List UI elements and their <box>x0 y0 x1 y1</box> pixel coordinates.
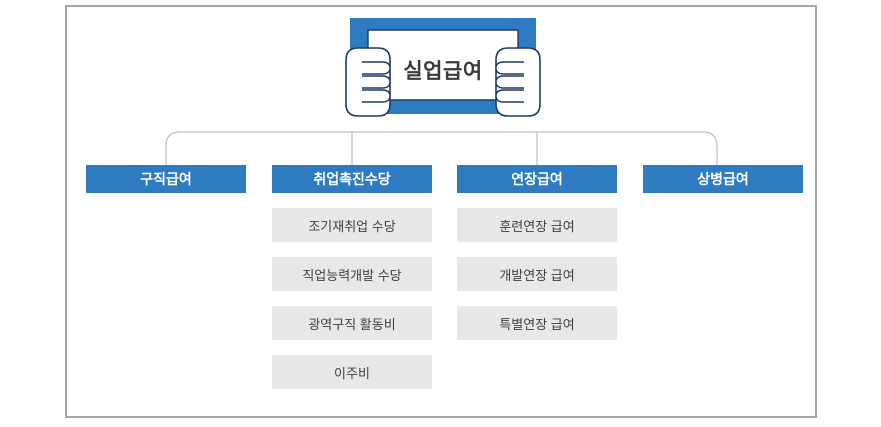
children-yeonjang: 훈련연장 급여 개발연장 급여 특별연장 급여 <box>457 208 617 340</box>
column-chwieop: 취업촉진수당 조기재취업 수당 직업능력개발 수당 광역구직 활동비 이주비 <box>272 165 432 389</box>
node-child[interactable]: 이주비 <box>272 355 432 389</box>
node-child[interactable]: 조기재취업 수당 <box>272 208 432 242</box>
column-gujik: 구직급여 <box>86 165 246 208</box>
node-child[interactable]: 직업능력개발 수당 <box>272 257 432 291</box>
node-header-chwieop[interactable]: 취업촉진수당 <box>272 165 432 193</box>
node-child[interactable]: 광역구직 활동비 <box>272 306 432 340</box>
root-node-banner: 실업급여 <box>332 14 554 126</box>
node-header-yeonjang[interactable]: 연장급여 <box>457 165 617 193</box>
node-child[interactable]: 특별연장 급여 <box>457 306 617 340</box>
node-header-sangbyeong[interactable]: 상병급여 <box>643 165 803 193</box>
column-sangbyeong: 상병급여 <box>643 165 803 208</box>
children-chwieop: 조기재취업 수당 직업능력개발 수당 광역구직 활동비 이주비 <box>272 208 432 389</box>
column-yeonjang: 연장급여 훈련연장 급여 개발연장 급여 특별연장 급여 <box>457 165 617 340</box>
node-header-gujik[interactable]: 구직급여 <box>86 165 246 193</box>
node-child[interactable]: 훈련연장 급여 <box>457 208 617 242</box>
columns-container: 구직급여 취업촉진수당 조기재취업 수당 직업능력개발 수당 광역구직 활동비 … <box>0 165 881 405</box>
node-child[interactable]: 개발연장 급여 <box>457 257 617 291</box>
left-fist-icon <box>345 47 391 117</box>
right-fist-icon <box>495 47 541 117</box>
